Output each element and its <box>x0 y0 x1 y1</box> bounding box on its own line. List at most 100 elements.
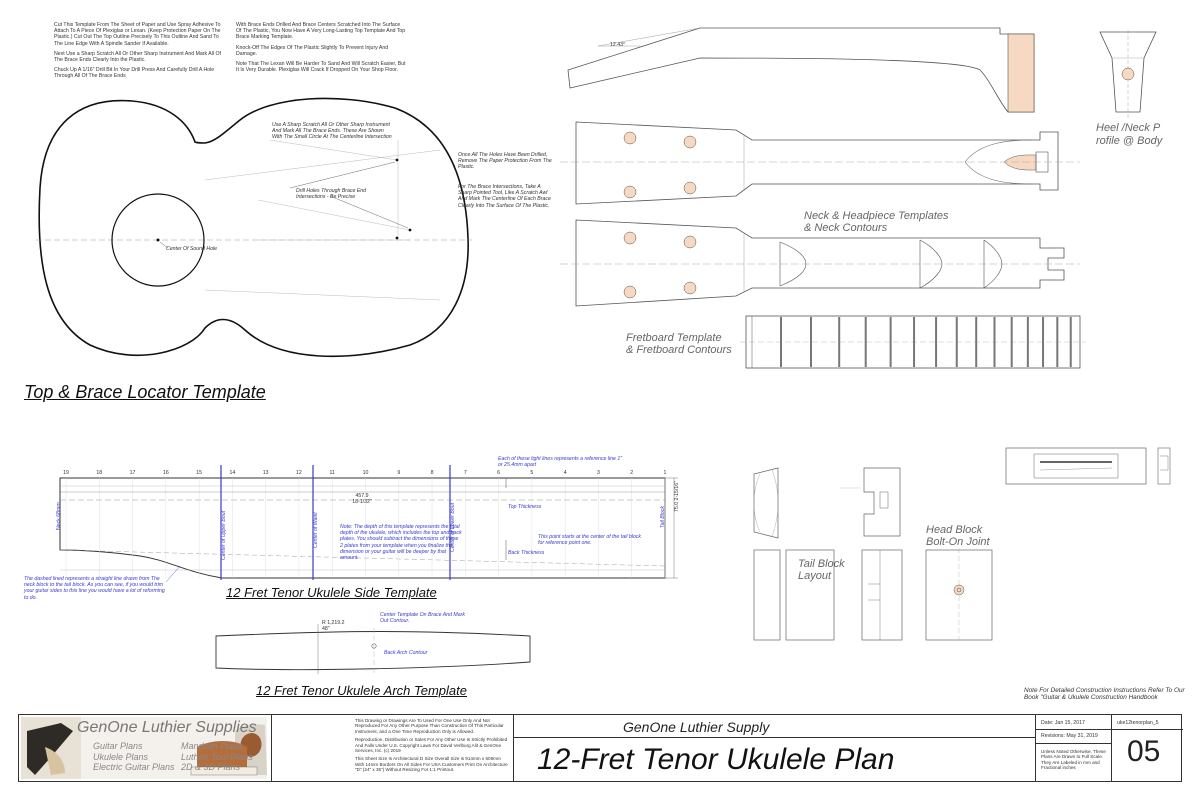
depth-note: Note: The depth of this template represe… <box>340 524 462 562</box>
fret-number: 17 <box>129 470 136 476</box>
neck-template-upper <box>575 121 1059 205</box>
head-block-title-line: Bolt-On Joint <box>926 536 990 548</box>
link-ukulele-plans[interactable]: Ukulele Plans <box>93 751 149 762</box>
neck-depth-label: Neck <box>56 518 62 530</box>
tail-note: This point starts at the center of the t… <box>538 534 641 547</box>
fret-line <box>1010 317 1013 367</box>
side-reference-lines <box>65 478 666 578</box>
construction-note: Note For Detailed Construction Instructi… <box>1024 687 1185 702</box>
awl-note: For The Brace Intersections, Take A Shar… <box>458 184 551 209</box>
instructions-col2: With Brace Ends Drilled And Brace Center… <box>236 22 406 73</box>
fret-number: 14 <box>229 470 236 476</box>
links-col2: Mandolin Plans Luthier Tool Plans 2D & 3… <box>181 741 253 773</box>
fret-number: 10 <box>362 470 369 476</box>
link-guitar-plans[interactable]: Guitar Plans <box>93 741 143 751</box>
sound-hole <box>111 193 205 287</box>
heel-title: Heel /Neck P rofile @ Body <box>1096 122 1162 148</box>
arch-center-note: Center Template On Brace And Mark Out Co… <box>380 612 465 625</box>
title-block: GenOne Luthier Supplies Guitar Plans Uku… <box>18 714 1183 782</box>
company-name: GenOne Luthier Supplies <box>77 719 257 736</box>
top-thickness-label: Top Thickness <box>508 504 542 510</box>
fret-number: 3 <box>596 470 600 476</box>
arch-radius: R 1,219.2 48" <box>322 620 345 632</box>
arch-template <box>215 631 531 671</box>
fretboard-title: Fretboard Template & Fretboard Contours <box>626 332 732 356</box>
waist-label: Center of Waist <box>313 512 319 548</box>
link-luthier-tool-plans[interactable]: Luthier Tool Plans <box>181 751 253 762</box>
fret-number: 9 <box>397 470 401 476</box>
instruction-text: With Brace Ends Drilled And Brace Center… <box>236 22 406 41</box>
fret-number: 6 <box>497 470 501 476</box>
fret-line <box>955 317 958 367</box>
logo-panel <box>21 717 267 779</box>
fret-line <box>864 317 867 367</box>
links-col1: Guitar Plans Ukulele Plans Electric Guit… <box>93 741 175 773</box>
back-thickness-label: Back Thickness <box>508 550 545 556</box>
neck-title-line: Neck & Headpiece Templates <box>804 210 949 222</box>
top-brace-title: Top & Brace Locator Template <box>24 382 266 402</box>
scale-note: Unless Noted Otherwise, These Plans Are … <box>1041 749 1106 771</box>
fret-line <box>810 317 812 367</box>
upper-bout-label: Center of Upper Bout <box>221 510 227 560</box>
link-electric-guitar-plans[interactable]: Electric Guitar Plans <box>93 762 175 772</box>
fretboard-frets <box>751 316 1072 368</box>
heel-depth-mm: 75.0 <box>674 501 680 512</box>
heel-title-line: rofile @ Body <box>1096 135 1163 147</box>
fret-number: 11 <box>329 470 335 476</box>
fret-line <box>780 317 782 367</box>
head-block-title-line: Head Block <box>926 524 983 536</box>
fret-number: 15 <box>196 470 202 476</box>
fretboard-title-line: & Fretboard Contours <box>626 344 732 356</box>
fret-line <box>1069 317 1072 367</box>
drill-note: Drill Holes Through Brace End Intersecti… <box>296 188 367 201</box>
headstock-angle: 12.43° <box>610 42 626 48</box>
legal-para: Reproduction, Distribution or Sales For … <box>355 737 508 754</box>
fret-line <box>838 317 841 367</box>
bridge-side-view <box>1157 447 1171 485</box>
side-length-in: 18-1/32" <box>352 499 372 506</box>
fret-line <box>1042 317 1045 367</box>
scratch-note: Use A Sharp Scratch All Or Other Sharp I… <box>272 122 392 141</box>
file-name: uke12tenorplan_5 <box>1117 720 1159 726</box>
legal-text: This Drawing or Drawings Are To Used For… <box>355 718 511 773</box>
logo-graphic <box>21 717 267 779</box>
heel-title-line: Heel /Neck P <box>1096 122 1161 134</box>
link-mandolin-plans[interactable]: Mandolin Plans <box>181 741 243 751</box>
side-length: 457.9 18-1/32" <box>350 493 374 505</box>
fret-number: 1 <box>663 470 667 476</box>
plan-title: 12-Fret Tenor Ukulele Plan <box>537 743 895 776</box>
legal-para: This Drawing or Drawings Are To Used For… <box>355 718 504 734</box>
fretboard-title-line: Fretboard Template <box>626 332 722 344</box>
neck-depth: Neck 68mm <box>56 502 62 530</box>
link-2d-3d-plans[interactable]: 2D & 3D Plans <box>181 762 241 772</box>
ukulele-body-outline <box>38 97 469 358</box>
plan-revision: Revisions: May 31, 2019 <box>1041 733 1098 739</box>
neck-title-line: & Neck Contours <box>804 222 888 234</box>
heel-depth-in: 2-15/16" <box>674 481 680 501</box>
heel-depth: 75.0 2-15/16" <box>674 481 680 512</box>
sound-hole-label: Center Of Sound Hole <box>166 246 218 252</box>
fret-number: 8 <box>430 470 434 476</box>
fret-number: 13 <box>262 470 269 476</box>
fret-number: 16 <box>162 470 169 476</box>
head-block-title: Head Block Bolt-On Joint <box>926 524 990 548</box>
legal-para: This Sheet Size Is Architectural D Size … <box>355 756 508 773</box>
ref-lines-note: Each of these light lines represents a r… <box>498 456 623 469</box>
fret-line <box>913 317 916 367</box>
fret-line <box>1026 317 1029 367</box>
tail-block-side <box>753 549 781 641</box>
fret-line <box>935 317 938 367</box>
fret-number: 4 <box>563 470 567 476</box>
fret-number: 18 <box>96 470 103 476</box>
instructions-col1: Cut This Template From The Sheet of Pape… <box>54 22 224 80</box>
instruction-text: Knock-Off The Edges Of The Plastic Sligh… <box>236 44 389 57</box>
tail-block-label: Tail Block <box>660 505 666 528</box>
dashed-note: The dashed lined represents a straight l… <box>24 576 165 601</box>
sheet-number: 05 <box>1127 735 1161 768</box>
plan-date: Date: Jan 15, 2017 <box>1041 720 1085 726</box>
side-template-title: 12 Fret Tenor Ukulele Side Template <box>226 585 437 600</box>
bridge-top-view <box>1005 447 1147 485</box>
fret-number: 5 <box>530 470 534 476</box>
arch-radius-in: 48" <box>322 626 330 633</box>
